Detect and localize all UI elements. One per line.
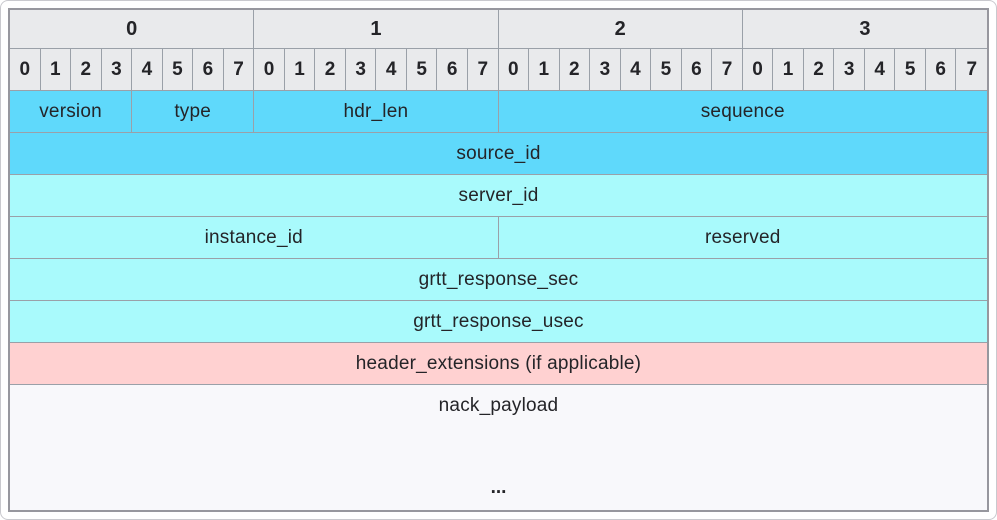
- field-label-grtt-response-sec: grtt_response_sec: [418, 268, 579, 290]
- bit-number-label: 2: [80, 58, 92, 80]
- field-source-id: source_id: [10, 133, 987, 175]
- field-label-source-id: source_id: [456, 142, 541, 164]
- bit-header-byte3-bit4: 4: [864, 49, 896, 91]
- bit-number-label: 0: [19, 58, 31, 80]
- bit-number-label: 3: [843, 58, 855, 80]
- bit-number-label: 6: [446, 58, 458, 80]
- field-label-reserved: reserved: [704, 226, 781, 248]
- bit-number-label: 5: [904, 58, 916, 80]
- bit-number-label: 1: [50, 58, 61, 80]
- bit-header-byte1-bit7: 7: [467, 49, 499, 91]
- byte-number-label: 1: [370, 17, 382, 40]
- byte-number-label: 3: [859, 17, 871, 40]
- bit-number-label: 0: [752, 58, 763, 80]
- byte-number-label: 2: [614, 17, 626, 40]
- bit-number-label: 5: [416, 58, 427, 80]
- bit-header-byte2-bit6: 6: [681, 49, 713, 91]
- bit-number-label: 6: [691, 58, 702, 80]
- bit-header-byte0-bit7: 7: [223, 49, 255, 91]
- field-label-version: version: [39, 100, 102, 122]
- field-nack-payload: nack_payload...: [10, 385, 987, 510]
- field-label-instance-id: instance_id: [204, 226, 303, 248]
- field-server-id: server_id: [10, 175, 987, 217]
- field-header-extensions-if-applicable: header_extensions (if applicable): [10, 343, 987, 385]
- bit-number-label: 2: [813, 58, 824, 80]
- bit-number-label: 5: [660, 58, 672, 80]
- field-version: version: [10, 91, 133, 133]
- field-hdr-len: hdr_len: [254, 91, 499, 133]
- bit-header-byte1-bit5: 5: [406, 49, 438, 91]
- bit-number-label: 1: [294, 58, 305, 80]
- bit-header-byte0-bit1: 1: [40, 49, 72, 91]
- bit-number-label: 1: [538, 58, 550, 80]
- bit-number-label: 3: [599, 58, 611, 80]
- bit-number-label: 4: [141, 58, 153, 80]
- field-label-hdr-len: hdr_len: [343, 100, 409, 122]
- bit-number-label: 3: [111, 58, 122, 80]
- bit-header-byte0-bit0: 0: [10, 49, 41, 91]
- bit-header-byte3-bit1: 1: [773, 49, 804, 91]
- field-label-server-id: server_id: [458, 184, 539, 206]
- bit-header-byte2-bit1: 1: [529, 49, 560, 91]
- bit-header-byte1-bit2: 2: [315, 49, 346, 91]
- field-reserved: reserved: [498, 217, 987, 259]
- bit-header-byte2-bit2: 2: [559, 49, 591, 91]
- bit-header-byte0-bit3: 3: [101, 49, 133, 91]
- bit-number-label: 4: [874, 58, 885, 80]
- bit-number-label: 7: [477, 58, 489, 80]
- field-label-type: type: [174, 100, 212, 122]
- field-sequence: sequence: [498, 91, 987, 133]
- bit-header-byte0-bit6: 6: [193, 49, 224, 91]
- bit-number-label: 6: [202, 58, 214, 80]
- byte-header-2: 2: [498, 10, 743, 49]
- byte-header-0: 0: [10, 10, 255, 49]
- field-label-sequence: sequence: [700, 100, 785, 122]
- bit-number-label: 2: [324, 58, 336, 80]
- bit-number-label: 1: [782, 58, 794, 80]
- byte-number-label: 0: [126, 17, 138, 40]
- byte-header-3: 3: [742, 10, 987, 49]
- bit-header-byte2-bit7: 7: [712, 49, 743, 91]
- bit-number-label: 6: [935, 58, 946, 80]
- field-grtt-response-sec: grtt_response_sec: [10, 259, 987, 301]
- bit-header-byte1-bit4: 4: [376, 49, 407, 91]
- field-label-nack-payload: nack_payload: [438, 395, 559, 416]
- bit-header-byte3-bit3: 3: [834, 49, 865, 91]
- bit-header-byte3-bit0: 0: [742, 49, 774, 91]
- bit-number-label: 7: [721, 58, 733, 80]
- bit-header-byte3-bit7: 7: [956, 49, 987, 91]
- bit-header-byte1-bit1: 1: [284, 49, 316, 91]
- bit-header-byte2-bit5: 5: [651, 49, 682, 91]
- field-type: type: [132, 91, 255, 133]
- field-grtt-response-usec: grtt_response_usec: [10, 301, 987, 343]
- bit-number-label: 3: [355, 58, 366, 80]
- bit-number-label: 4: [630, 58, 641, 80]
- bit-header-byte2-bit0: 0: [498, 49, 530, 91]
- bit-header-byte0-bit2: 2: [71, 49, 102, 91]
- bit-header-byte3-bit2: 2: [803, 49, 835, 91]
- bit-header-byte1-bit6: 6: [437, 49, 468, 91]
- bit-number-label: 0: [263, 58, 275, 80]
- bit-number-label: 0: [507, 58, 519, 80]
- bit-number-label: 4: [385, 58, 397, 80]
- bit-number-label: 5: [172, 58, 183, 80]
- bit-header-byte2-bit4: 4: [620, 49, 652, 91]
- bit-header-byte3-bit6: 6: [925, 49, 957, 91]
- byte-header-1: 1: [254, 10, 499, 49]
- bit-number-label: 2: [569, 58, 580, 80]
- field-label-grtt-response-usec: grtt_response_usec: [413, 310, 584, 332]
- bit-number-label: 7: [966, 58, 978, 80]
- bit-number-label: 7: [233, 58, 244, 80]
- payload-ellipsis: ...: [490, 477, 507, 498]
- bit-header-byte1-bit0: 0: [254, 49, 285, 91]
- field-instance-id: instance_id: [10, 217, 499, 259]
- field-label-header-extensions-if-applicable: header_extensions (if applicable): [355, 352, 642, 374]
- bit-header-byte3-bit5: 5: [895, 49, 926, 91]
- bit-header-byte0-bit5: 5: [162, 49, 194, 91]
- bit-header-byte1-bit3: 3: [345, 49, 377, 91]
- bit-header-byte2-bit3: 3: [590, 49, 621, 91]
- bit-header-byte0-bit4: 4: [132, 49, 163, 91]
